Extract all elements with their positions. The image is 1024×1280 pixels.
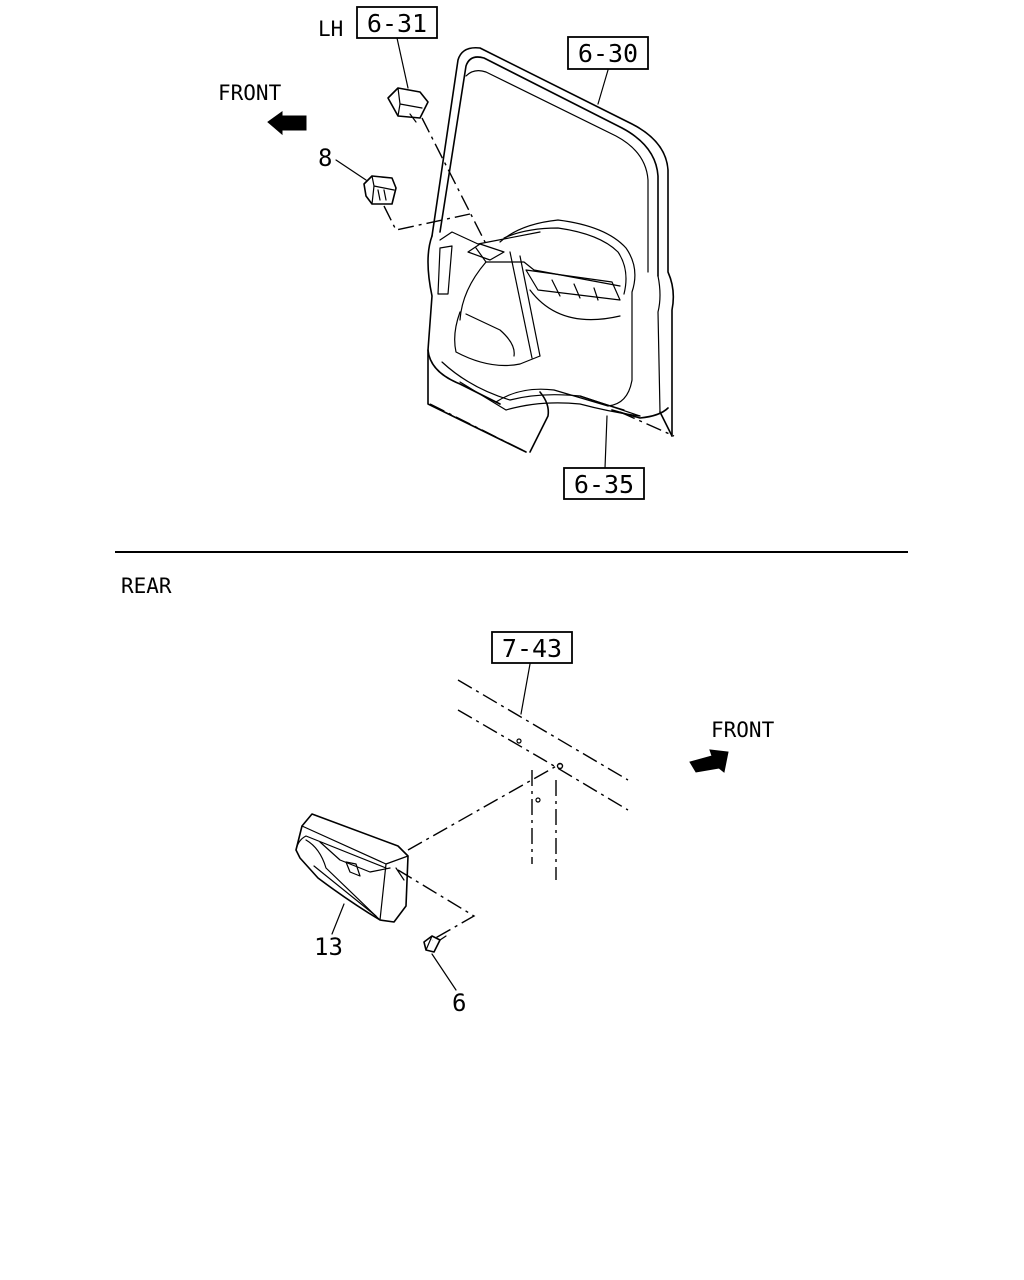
upper-switch-install-line <box>421 117 487 245</box>
top-view: LH 6-31 6-30 6-35 FRONT 8 <box>218 6 675 500</box>
leader-lamp <box>331 903 345 935</box>
switch-install-line <box>383 205 471 231</box>
bottom-view: 7-43 FRONT <box>295 631 775 1017</box>
lamp-part[interactable] <box>295 813 409 923</box>
front-label-bottom: FRONT <box>711 718 775 742</box>
lamp-install-line <box>407 763 561 851</box>
part-number-lamp: 13 <box>314 933 343 961</box>
ref-label-upper-switch: 6-31 <box>367 9 427 38</box>
front-arrow-icon <box>689 749 729 773</box>
leader-door-frame <box>597 69 609 105</box>
ref-box-body-panel[interactable] <box>491 631 573 664</box>
leader-body-panel <box>520 663 531 715</box>
ref-label-body-panel: 7-43 <box>502 634 562 663</box>
part-number-screw: 6 <box>452 989 466 1017</box>
door-panel[interactable] <box>427 46 675 453</box>
ref-label-door-frame: 6-30 <box>578 39 638 68</box>
screw-part[interactable] <box>423 935 447 953</box>
ref-label-door-trim: 6-35 <box>574 470 634 499</box>
switch-part[interactable] <box>363 175 397 205</box>
leader-screw <box>431 953 457 991</box>
screw-install-line <box>397 869 476 941</box>
front-arrow-icon <box>267 111 307 136</box>
ref-box-door-trim[interactable] <box>563 467 645 500</box>
body-panel[interactable] <box>457 679 629 880</box>
leader-switch <box>335 159 367 181</box>
side-label: LH <box>318 17 343 41</box>
section-label: REAR <box>121 574 172 598</box>
front-label-top: FRONT <box>218 81 282 105</box>
ref-box-door-frame[interactable] <box>567 36 649 70</box>
leader-upper-switch <box>396 37 409 89</box>
part-number-switch: 8 <box>318 144 332 172</box>
leader-door-trim <box>604 415 608 469</box>
upper-switch-part[interactable] <box>387 87 429 123</box>
